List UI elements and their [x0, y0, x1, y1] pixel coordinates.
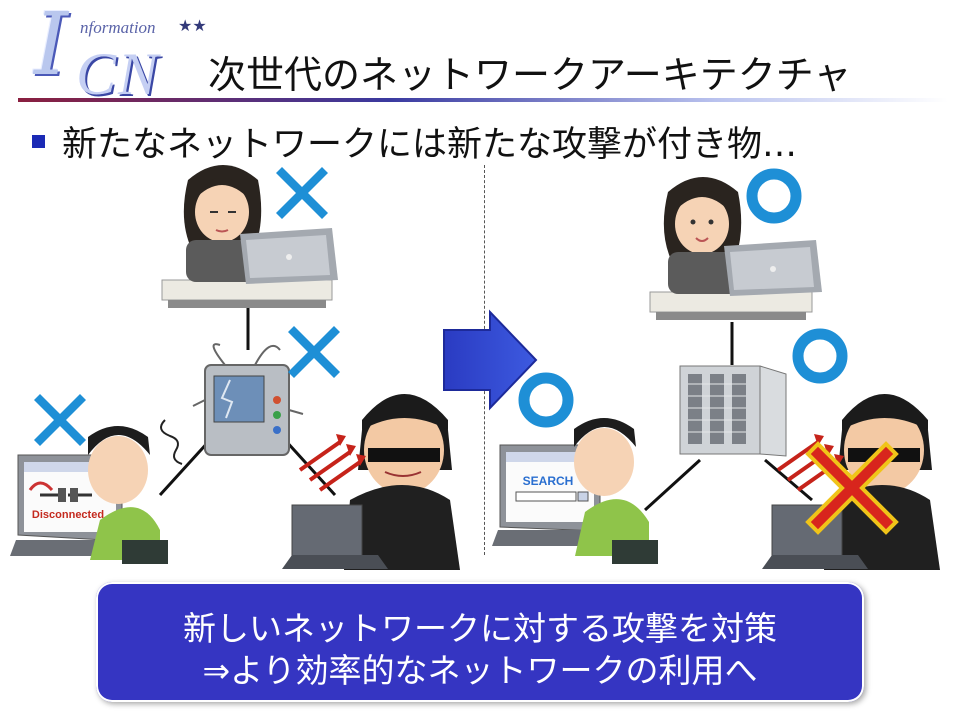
search-user-illustration: [492, 418, 658, 564]
o-mark-top-icon: [746, 168, 802, 224]
broken-router-illustration: [160, 343, 304, 465]
slide-title: 次世代のネットワークアーキテクチャ: [208, 53, 852, 97]
search-label: SEARCH: [523, 474, 574, 488]
o-mark-user-icon: [518, 372, 574, 428]
disconnected-user-illustration: [10, 426, 168, 564]
hacker-illustration-left: [282, 394, 460, 570]
logo-subtitle: nformation: [80, 18, 156, 37]
logo-letters-cn: CN: [76, 41, 161, 107]
server-rack-illustration: [679, 365, 787, 457]
o-mark-server-icon: [792, 328, 848, 384]
summary-line-2: ⇒より効率的なネットワークの利用へ: [202, 651, 758, 690]
disconnected-label: Disconnected: [32, 509, 104, 521]
transition-arrow-icon: [443, 309, 538, 411]
x-mark-top-icon: [276, 167, 328, 219]
logo-stars: ★★: [178, 16, 207, 35]
tired-user-illustration: [161, 165, 338, 308]
blocked-x-mark-icon: [805, 441, 899, 535]
summary-line-1: 新しいネットワークに対する攻撃を対策: [183, 609, 777, 648]
x-mark-user-icon: [34, 394, 86, 446]
header-rule: [18, 98, 948, 102]
bullet-text: 新たなネットワークには新たな攻撃が付き物…: [62, 125, 798, 165]
attack-arrows-left-icon: [298, 434, 366, 492]
summary-box: 新しいネットワークに対する攻撃を対策 ⇒より効率的なネットワークの利用へ: [96, 582, 864, 702]
bullet-marker: [32, 135, 45, 148]
x-mark-router-icon: [288, 326, 340, 378]
happy-user-illustration: [649, 177, 822, 320]
icn-logo: I nformation ★★ CN: [18, 2, 207, 104]
logo-letter-i: I: [34, 0, 68, 95]
